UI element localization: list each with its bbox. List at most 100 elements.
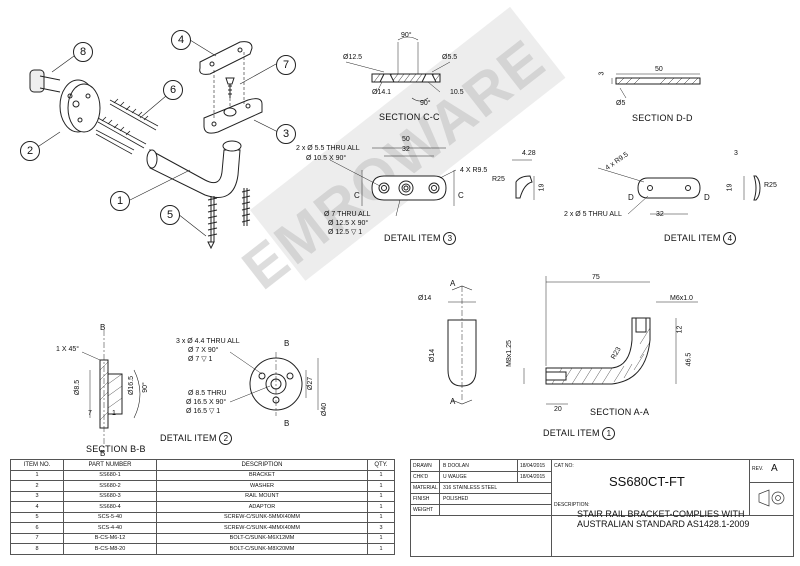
dim-a-75: 75 — [592, 274, 600, 281]
balloon-7: 7 — [276, 55, 296, 75]
dim-cc-d125: Ø12.5 — [343, 54, 363, 61]
bom-cell: 3 — [10, 490, 64, 502]
bom-cell: 1 — [367, 543, 395, 555]
dim-a-m6: M6x1.0 — [670, 295, 693, 302]
projection-symbol-icon — [758, 489, 785, 507]
section-cc-label: SECTION C-C — [379, 112, 440, 122]
bom-cell: 1 — [367, 469, 395, 481]
section-bb-drawing — [81, 330, 141, 448]
dim-i3-c2: C — [458, 191, 464, 200]
description-line-1: STAIR RAIL BRACKET-COMPLIES WITH — [577, 509, 745, 519]
item2-drawing — [229, 351, 319, 416]
bom-cell: 2 — [10, 480, 64, 492]
bom-cell: 1 — [367, 532, 395, 544]
dim-i3-50: 50 — [402, 136, 410, 143]
balloon-4: 4 — [171, 30, 191, 50]
bom-cell: 5 — [10, 511, 64, 523]
bom-cell: SCREW-C/SUNK-4MMX40MM — [156, 522, 368, 534]
material-label: MATERIAL — [413, 485, 438, 491]
dim-i2-7x90: Ø 7 X 90° — [188, 347, 219, 354]
item1-drawing — [447, 276, 698, 405]
detail-item-4-number: 4 — [723, 232, 737, 245]
cat-no: SS680CT-FT — [609, 474, 685, 489]
bom-cell: SS680-1 — [63, 469, 157, 481]
bom-cell: 6 — [10, 522, 64, 534]
dim-i2-b2: B — [284, 419, 290, 428]
item4-drawing — [597, 167, 761, 215]
bom-cell: BOLT-C/SUNK-M8X20MM — [156, 543, 368, 555]
dim-a-20: 20 — [554, 406, 562, 413]
dim-i2-85: Ø 8.5 THRU — [188, 390, 227, 397]
dim-a-465: 46.5 — [685, 352, 693, 367]
bom-cell: SCS-4-40 — [63, 522, 157, 534]
weight-label: WEIGHT — [413, 507, 433, 513]
balloon-5: 5 — [160, 205, 180, 225]
finish-value: POLISHED — [443, 496, 469, 502]
dim-b-b: B — [100, 323, 106, 332]
bom-header-qty: QTY. — [367, 459, 395, 471]
title-block: DRAWN B DOOLAN 18/04/2015 CHK'D U WAUGE … — [410, 459, 794, 557]
bom-cell: SS680-2 — [63, 480, 157, 492]
dim-i2-b: B — [284, 339, 290, 348]
chkd-by: U WAUGE — [443, 474, 467, 480]
item3-drawing — [329, 147, 535, 217]
section-aa-label: SECTION A-A — [590, 407, 650, 417]
detail-item-3-label: DETAIL ITEM 3 — [384, 232, 457, 245]
dim-i3-r25: R25 — [492, 176, 505, 183]
balloon-2: 2 — [20, 141, 40, 161]
section-cc-drawing — [345, 36, 451, 102]
dim-i3-thru1: 2 x Ø 5.5 THRU ALL — [296, 145, 360, 152]
bom-cell: 1 — [367, 480, 395, 492]
dim-i3-32: 32 — [402, 146, 410, 153]
rev-label: REV. — [752, 466, 764, 472]
balloon-8: 8 — [73, 42, 93, 62]
bom-cell: 4 — [10, 501, 64, 513]
dim-b-b2: B — [100, 449, 106, 458]
section-dd-drawing — [611, 73, 701, 99]
dim-cc-105: 10.5 — [450, 89, 464, 96]
finish-label: FINISH — [413, 496, 430, 502]
dim-i2-d40: Ø40 — [321, 402, 329, 417]
cat-no-label: CAT NO: — [554, 463, 574, 469]
bom-cell: SCREW-C/SUNK-5MMX40MM — [156, 511, 368, 523]
bom-header-part: PART NUMBER — [63, 459, 157, 471]
bom-header-desc: DESCRIPTION — [156, 459, 368, 471]
dim-i2-165x90: Ø 16.5 X 90° — [186, 399, 227, 406]
bom-cell: 3 — [367, 522, 395, 534]
section-dd-label: SECTION D-D — [632, 113, 693, 123]
bom-cell: 1 — [367, 490, 395, 502]
dim-a-12: 12 — [676, 325, 684, 334]
dim-i4-d: D — [628, 193, 634, 202]
drawn-date: 18/04/2015 — [520, 463, 546, 469]
dim-cc-angle-bot: 90° — [420, 100, 431, 107]
rev-value: A — [771, 463, 778, 474]
detail-item-4-label: DETAIL ITEM 4 — [664, 232, 737, 245]
chkd-label: CHK'D — [413, 474, 429, 480]
dim-b-d85: Ø8.5 — [74, 379, 82, 396]
balloon-3: 3 — [276, 124, 296, 144]
dim-i2-thru: 3 x Ø 4.4 THRU ALL — [176, 338, 240, 345]
dim-b-90: 90° — [141, 382, 149, 393]
dim-cc-d55: Ø5.5 — [442, 54, 458, 61]
bom-cell: 1 — [367, 501, 395, 513]
dim-cc-angle-top: 90° — [401, 32, 412, 39]
bom-cell: RAIL MOUNT — [156, 490, 368, 502]
bom-cell: SCS-5-40 — [63, 511, 157, 523]
detail-item-3-number: 3 — [443, 232, 457, 245]
dim-i3-125x90: Ø 12.5 X 90° — [328, 220, 369, 227]
bom-header-item: ITEM NO. — [10, 459, 64, 471]
dim-i3-125d: Ø 12.5 ▽ 1 — [328, 229, 363, 236]
material-value: 316 STAINLESS STEEL — [443, 485, 498, 491]
dim-i3-19: 19 — [538, 183, 546, 192]
detail-item-1-number: 1 — [602, 427, 616, 440]
dim-i2-165d: Ø 16.5 ▽ 1 — [186, 408, 221, 415]
